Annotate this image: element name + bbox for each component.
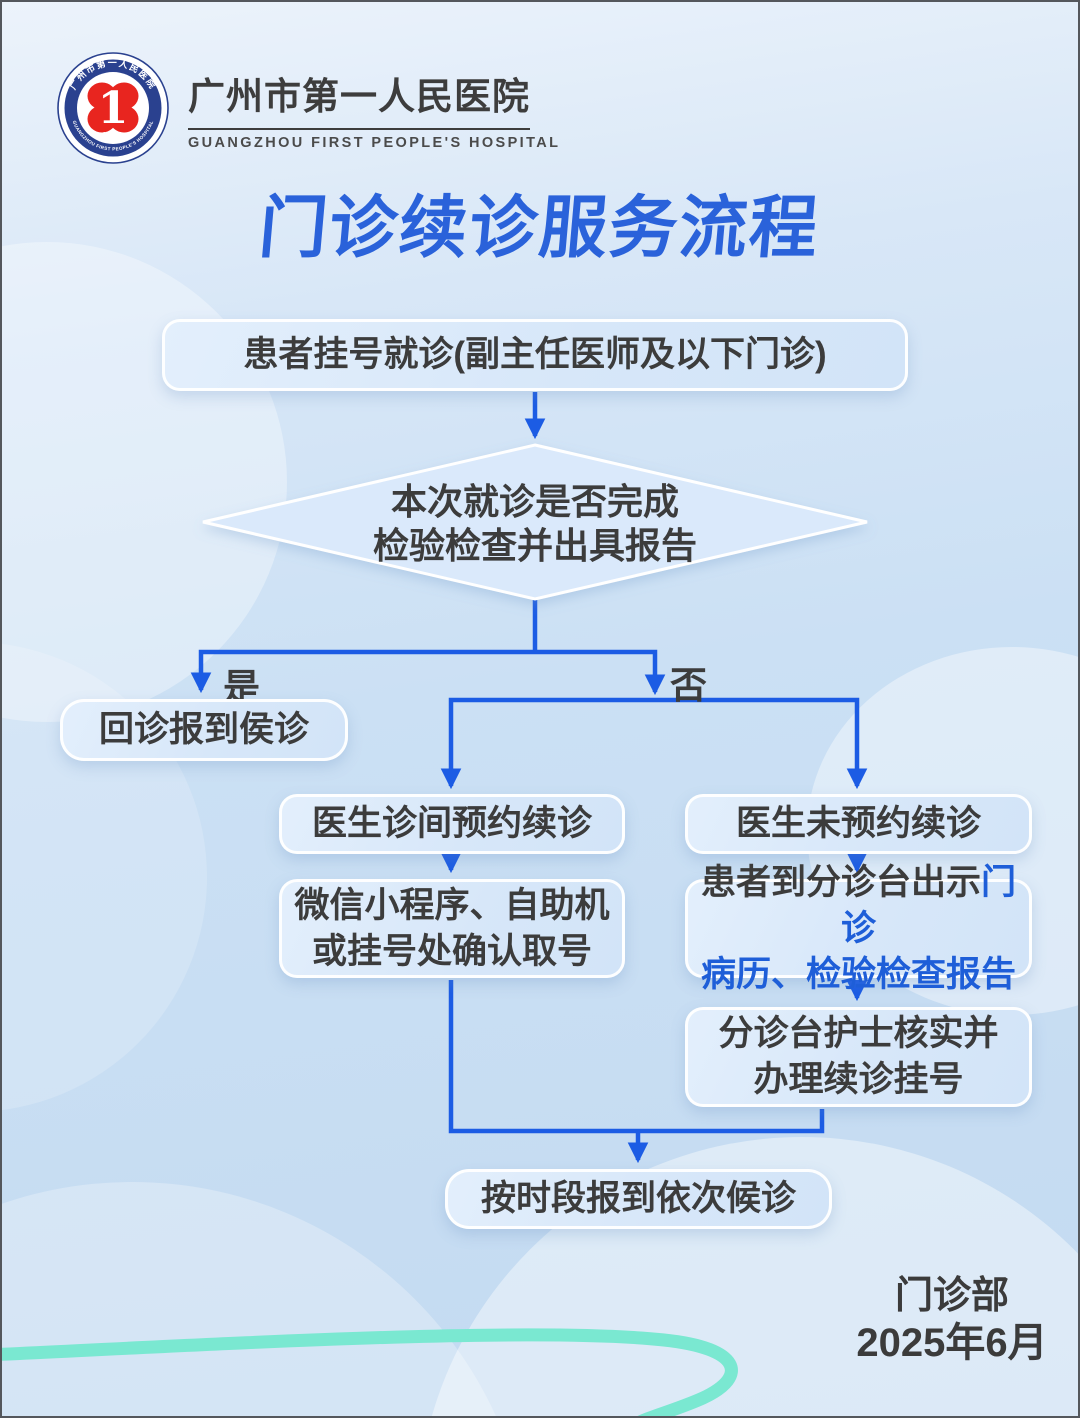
node-confirm-number: 微信小程序、自助机 或挂号处确认取号 xyxy=(279,879,625,978)
hospital-name-cn: 广州市第一人民医院 xyxy=(188,66,530,130)
hospital-name-block: 广州市第一人民医院 GUANGZHOU FIRST PEOPLE'S HOSPI… xyxy=(188,66,560,151)
teal-swoosh-decoration xyxy=(2,1328,738,1416)
node-booked-text: 医生诊间预约续诊 xyxy=(311,804,592,843)
branch-label-no: 否 xyxy=(670,665,707,706)
node-show-line1-emphasis: 门诊 xyxy=(840,862,1017,948)
footer-block: 门诊部 2025年6月 xyxy=(812,1274,1078,1368)
arrow-no-split xyxy=(440,697,868,790)
node-nurse-verify: 分诊台护士核实并 办理续诊挂号 xyxy=(685,1007,1032,1107)
logo-flower-shape xyxy=(87,82,139,133)
arrow-yes-no-split xyxy=(190,649,666,696)
node-start-text: 患者挂号就诊(副主任医师及以下门诊) xyxy=(243,335,827,374)
node-yes-result: 回诊报到侯诊 xyxy=(60,699,348,761)
node-yes-result-text: 回诊报到侯诊 xyxy=(98,710,309,749)
footer-date: 2025年6月 xyxy=(856,1321,1048,1365)
node-show-line1: 患者到分诊台出示门诊 xyxy=(688,860,1029,952)
node-show-records: 患者到分诊台出示门诊 病历、检验检查报告 xyxy=(685,863,1032,994)
logo-year: 1899 xyxy=(102,132,124,139)
node-show-line1-normal: 患者到分诊台出示 xyxy=(700,862,981,902)
node-not-booked: 医生未预约续诊 xyxy=(685,794,1032,854)
node-show-line2-emphasis: 病历、检验检查报告 xyxy=(700,954,1016,994)
node-confirm-line2: 或挂号处确认取号 xyxy=(311,931,592,971)
decision-text-line1: 本次就诊是否完成 xyxy=(391,481,679,522)
hospital-name-en: GUANGZHOU FIRST PEOPLE'S HOSPITAL xyxy=(188,135,561,151)
logo-numeral: 1 xyxy=(98,83,129,134)
node-not-booked-text: 医生未预约续诊 xyxy=(735,804,981,843)
node-booked: 医生诊间预约续诊 xyxy=(279,794,625,854)
decision-text-line2: 检验检查并出具报告 xyxy=(373,525,697,566)
node-confirm-line1: 微信小程序、自助机 xyxy=(294,885,610,925)
node-nurse-line1: 分诊台护士核实并 xyxy=(718,1014,999,1053)
node-final: 按时段报到依次候诊 xyxy=(445,1169,832,1229)
hospital-logo-icon: 广州市第一人民医院 GUANGZHOU FIRST PEOPLE'S HOSPI… xyxy=(57,52,169,164)
node-final-text: 按时段报到依次候诊 xyxy=(480,1179,796,1218)
node-nurse-line2: 办理续诊挂号 xyxy=(753,1060,964,1099)
flow-arrows xyxy=(190,392,868,1164)
footer-department: 门诊部 xyxy=(894,1275,1009,1317)
node-start: 患者挂号就诊(副主任医师及以下门诊) xyxy=(162,319,908,391)
decision-diamond xyxy=(202,443,868,601)
